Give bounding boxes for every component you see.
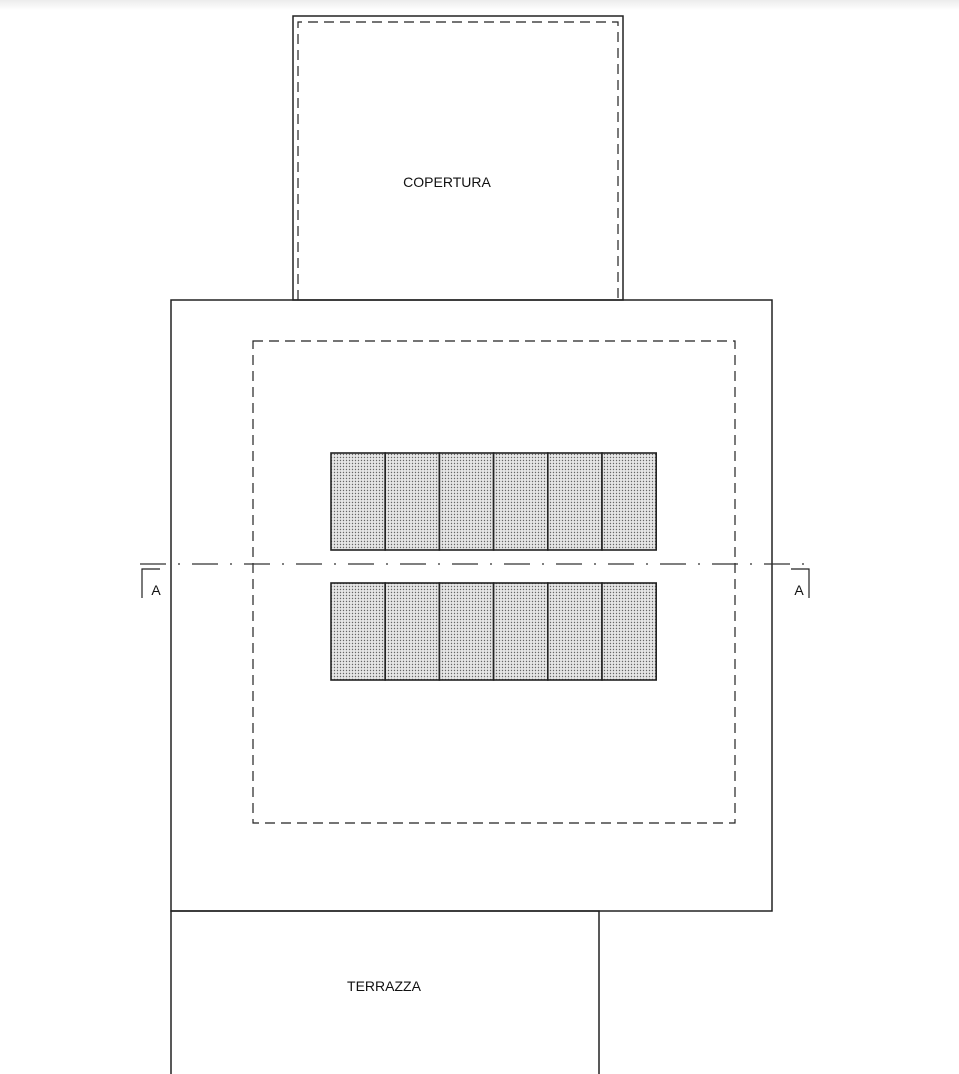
solar-panel xyxy=(492,582,549,681)
solar-panel xyxy=(330,582,387,681)
copertura-label: COPERTURA xyxy=(403,174,491,190)
terrazza-outline xyxy=(170,910,600,1074)
solar-panel xyxy=(601,582,658,681)
section-label-right: A xyxy=(794,582,804,598)
top-bar xyxy=(0,0,959,10)
section-marker-left xyxy=(141,568,160,598)
copertura-dashed-edge xyxy=(297,21,619,300)
solar-panel xyxy=(384,582,441,681)
solar-panel xyxy=(492,452,549,551)
section-marker-right xyxy=(791,568,810,598)
roof-setback-dashed xyxy=(252,340,736,824)
solar-panel xyxy=(601,452,658,551)
solar-panel xyxy=(330,452,387,551)
section-line-a: A A xyxy=(140,563,810,598)
solar-panel xyxy=(546,582,603,681)
section-label-left: A xyxy=(151,582,161,598)
solar-panel xyxy=(384,452,441,551)
solar-panel xyxy=(546,452,603,551)
solar-panel xyxy=(438,452,495,551)
copertura-block: COPERTURA xyxy=(292,15,624,301)
copertura-outline xyxy=(292,15,624,301)
terrazza-label: TERRAZZA xyxy=(347,978,422,994)
terrazza-block: TERRAZZA xyxy=(170,910,600,1074)
solar-panels xyxy=(330,452,658,681)
solar-panel xyxy=(438,582,495,681)
